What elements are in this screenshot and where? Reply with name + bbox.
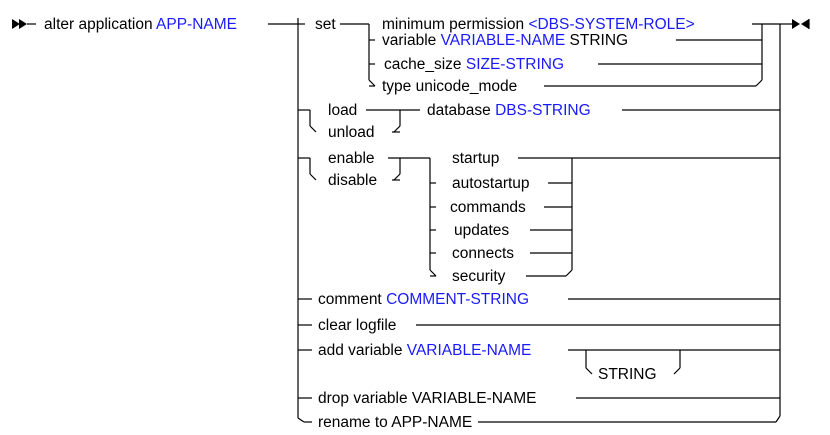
drop-variable-option: drop variable VARIABLE-NAME [318, 390, 537, 407]
set-branch-lines [298, 23, 780, 87]
alter-application-keyword: alter application APP-NAME [44, 16, 237, 33]
variable-option: variable VARIABLE-NAME STRING [382, 32, 628, 49]
rename-to-option: rename to APP-NAME [318, 414, 472, 431]
enable-keyword: enable [328, 150, 375, 167]
updates-option: updates [454, 222, 509, 239]
set-keyword: set [315, 16, 336, 33]
startup-option: startup [452, 150, 499, 167]
unload-keyword: unload [328, 124, 375, 141]
comment-string-variable: COMMENT-STRING [386, 291, 529, 308]
add-variable-option: add variable VARIABLE-NAME [318, 342, 531, 359]
add-variable-name-variable: VARIABLE-NAME [407, 342, 532, 359]
connects-option: connects [452, 245, 514, 262]
minimum-permission-option: minimum permission <DBS-SYSTEM-ROLE> [382, 16, 695, 33]
security-option: security [452, 268, 506, 285]
load-keyword: load [328, 102, 357, 119]
main-rails [268, 18, 792, 423]
enable-branch-lines [298, 157, 780, 277]
cache-size-option: cache_size SIZE-STRING [384, 56, 564, 73]
dbs-string-variable: DBS-STRING [495, 102, 591, 119]
lower-branch-lines [297, 298, 780, 423]
commands-option: commands [450, 199, 526, 216]
app-name-variable: APP-NAME [156, 16, 237, 33]
dbs-system-role-variable: <DBS-SYSTEM-ROLE> [528, 16, 694, 33]
disable-keyword: disable [328, 172, 377, 189]
database-option: database DBS-STRING [427, 102, 591, 119]
start-marker-icon [12, 19, 36, 29]
size-string-variable: SIZE-STRING [466, 56, 564, 73]
load-branch-lines [298, 109, 780, 133]
variable-name-variable: VARIABLE-NAME [441, 32, 566, 49]
end-marker-icon [792, 19, 810, 29]
optional-string-keyword: STRING [598, 366, 657, 383]
autostartup-option: autostartup [452, 175, 530, 192]
type-unicode-mode-option: type unicode_mode [382, 78, 517, 95]
comment-option: comment COMMENT-STRING [318, 291, 529, 308]
clear-logfile-option: clear logfile [318, 317, 396, 334]
